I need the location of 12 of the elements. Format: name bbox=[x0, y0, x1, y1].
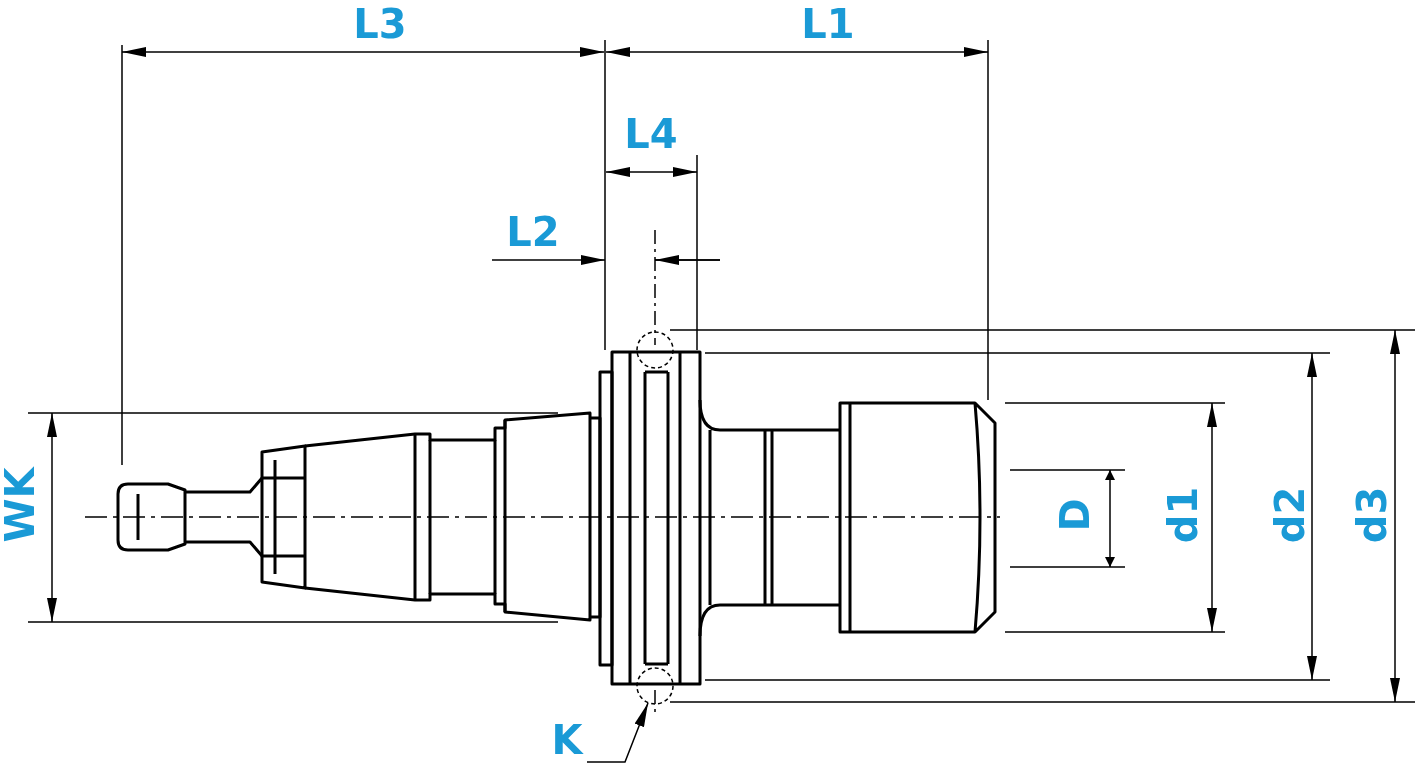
dimension-label: L2 bbox=[506, 212, 560, 252]
groove-circle bbox=[636, 667, 674, 705]
dimension-label: L1 bbox=[801, 4, 855, 44]
dimension-label: WK bbox=[0, 467, 40, 543]
dimension-label: L3 bbox=[353, 4, 407, 44]
dimension-label: d3 bbox=[1352, 486, 1392, 544]
dimension-label: D bbox=[1055, 498, 1095, 532]
dimension-label: d1 bbox=[1163, 486, 1203, 544]
dimension-label: L4 bbox=[624, 114, 678, 154]
callout-label: K bbox=[551, 720, 583, 760]
dimension-label: d2 bbox=[1270, 486, 1310, 544]
leader-line bbox=[586, 702, 649, 763]
